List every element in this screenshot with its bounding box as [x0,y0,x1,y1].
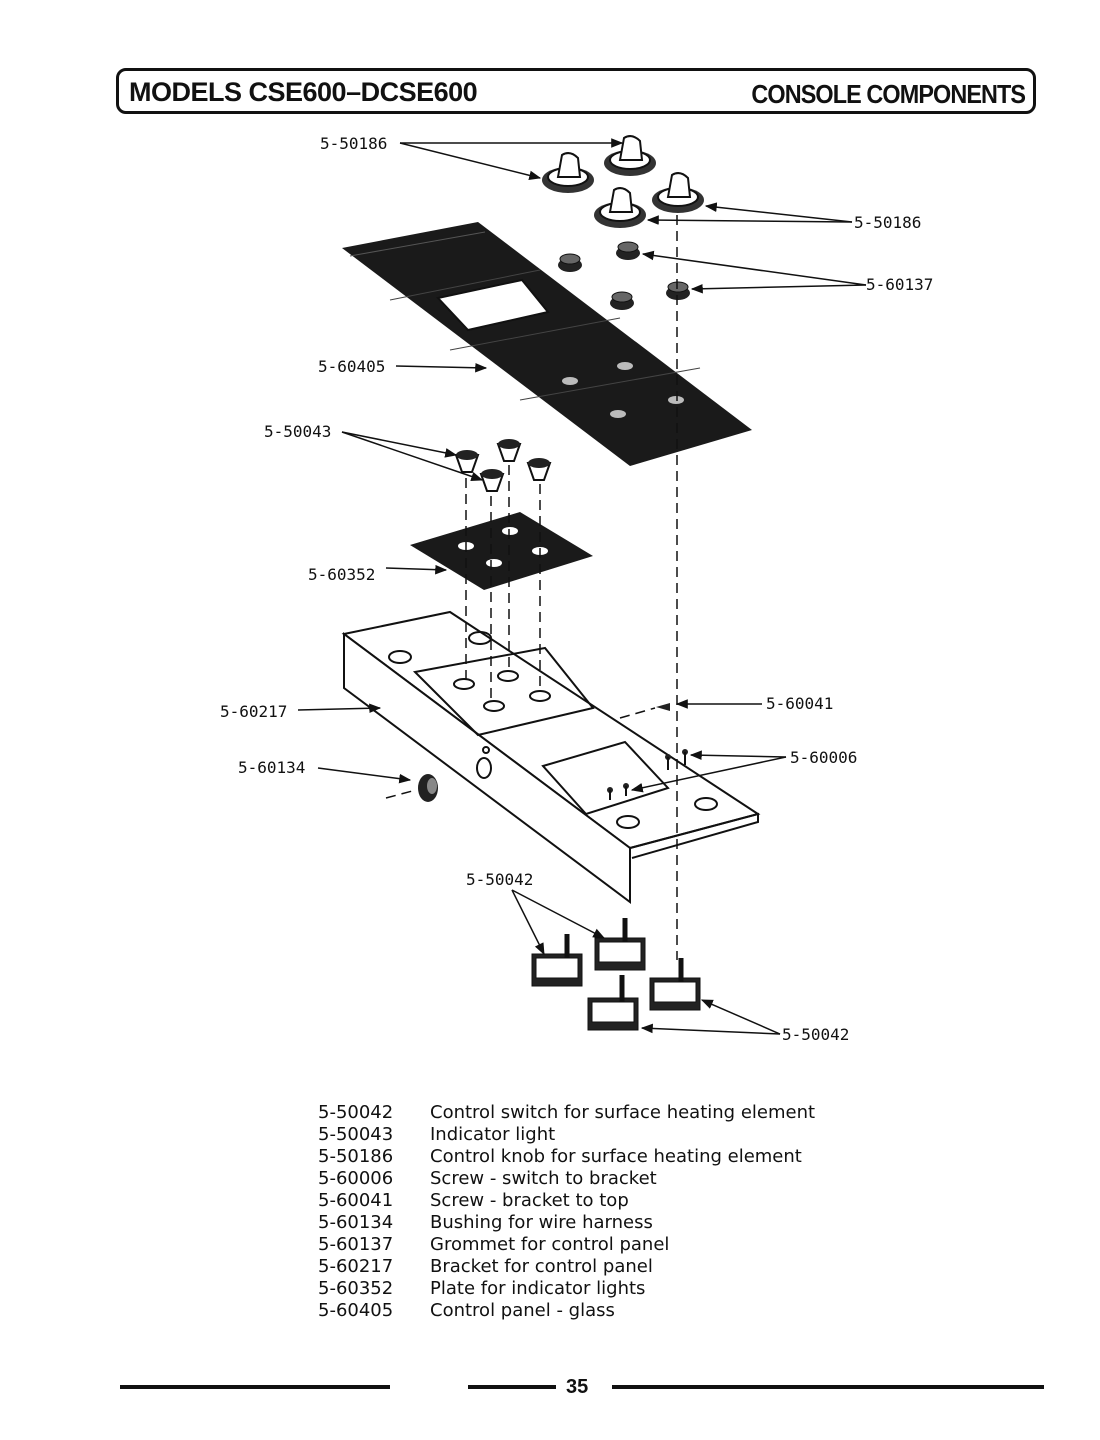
part-description: Control switch for surface heating eleme… [430,1102,816,1123]
control-knob [652,172,704,213]
control-knob [542,152,594,193]
leader-lines [297,138,867,1035]
list-item: 5-60405 Control panel - glass [318,1300,815,1322]
control-knob [594,187,646,228]
part-description: Bushing for wire harness [430,1212,653,1233]
part-description: Bracket for control panel [430,1256,653,1277]
callout-label: 5-50186 [320,134,388,153]
parts-list: 5-50042 Control switch for surface heatin… [318,1102,815,1322]
indicator-plate [410,512,593,590]
part-number: 5-60352 [318,1278,394,1299]
part-description: Indicator light [430,1124,556,1145]
callout-label: 5-60217 [220,702,288,721]
list-item: 5-50186 Control knob for surface heating … [318,1146,815,1168]
callout-label: 5-50042 [466,870,534,889]
part-number: 5-60006 [318,1168,394,1189]
footer-rule-right [612,1385,1044,1389]
control-knob [604,135,656,176]
control-panel-glass [342,222,752,466]
callout-label: 5-50042 [782,1025,850,1044]
page-header: MODELS CSE600–DCSE600 CONSOLE COMPONENTS [116,68,1036,114]
part-number: 5-50043 [318,1124,394,1145]
part-description: Screw - switch to bracket [430,1168,657,1189]
callout-label: 5-60006 [790,748,858,767]
footer-rule-mid [468,1385,556,1389]
part-number: 5-60137 [318,1234,394,1255]
list-item: 5-60041 Screw - bracket to top [318,1190,815,1212]
callout-label: 5-50186 [854,213,922,232]
part-number: 5-50042 [318,1102,394,1123]
part-number: 5-60217 [318,1256,394,1277]
callout-label: 5-60041 [766,694,834,713]
part-description: Screw - bracket to top [430,1190,629,1211]
callout-label: 5-50043 [264,422,332,441]
part-description: Control panel - glass [430,1300,615,1321]
list-item: 5-50043 Indicator light [318,1124,815,1146]
wire-bushing [418,774,438,802]
part-number: 5-60041 [318,1190,394,1211]
section-title: CONSOLE COMPONENTS [751,79,1026,109]
part-description: Grommet for control panel [430,1234,670,1255]
page-number: 35 [566,1376,589,1398]
list-item: 5-60137 Grommet for control panel [318,1234,815,1256]
grommets [558,241,690,310]
footer-rule-left [120,1385,390,1389]
callout-label: 5-60405 [318,357,386,376]
callout-label: 5-60137 [866,275,934,294]
list-item: 5-60217 Bracket for control panel [318,1256,815,1278]
part-number: 5-60134 [318,1212,394,1233]
alignment-lines [385,215,678,960]
control-bracket [341,610,761,904]
indicator-lights [454,439,552,492]
part-number: 5-60405 [318,1300,394,1321]
control-knobs [542,135,704,228]
part-description: Plate for indicator lights [430,1278,646,1299]
models-title: MODELS CSE600–DCSE600 [129,77,478,107]
callout-label: 5-60352 [308,565,376,584]
screws [607,703,688,800]
list-item: 5-60352 Plate for indicator lights [318,1278,815,1300]
callout-label: 5-60134 [238,758,306,777]
control-switches [531,918,701,1031]
list-item: 5-60006 Screw - switch to bracket [318,1168,815,1190]
part-description: Control knob for surface heating element [430,1146,802,1167]
list-item: 5-60134 Bushing for wire harness [318,1212,815,1234]
part-number: 5-50186 [318,1146,394,1167]
list-item: 5-50042 Control switch for surface heatin… [318,1102,815,1124]
